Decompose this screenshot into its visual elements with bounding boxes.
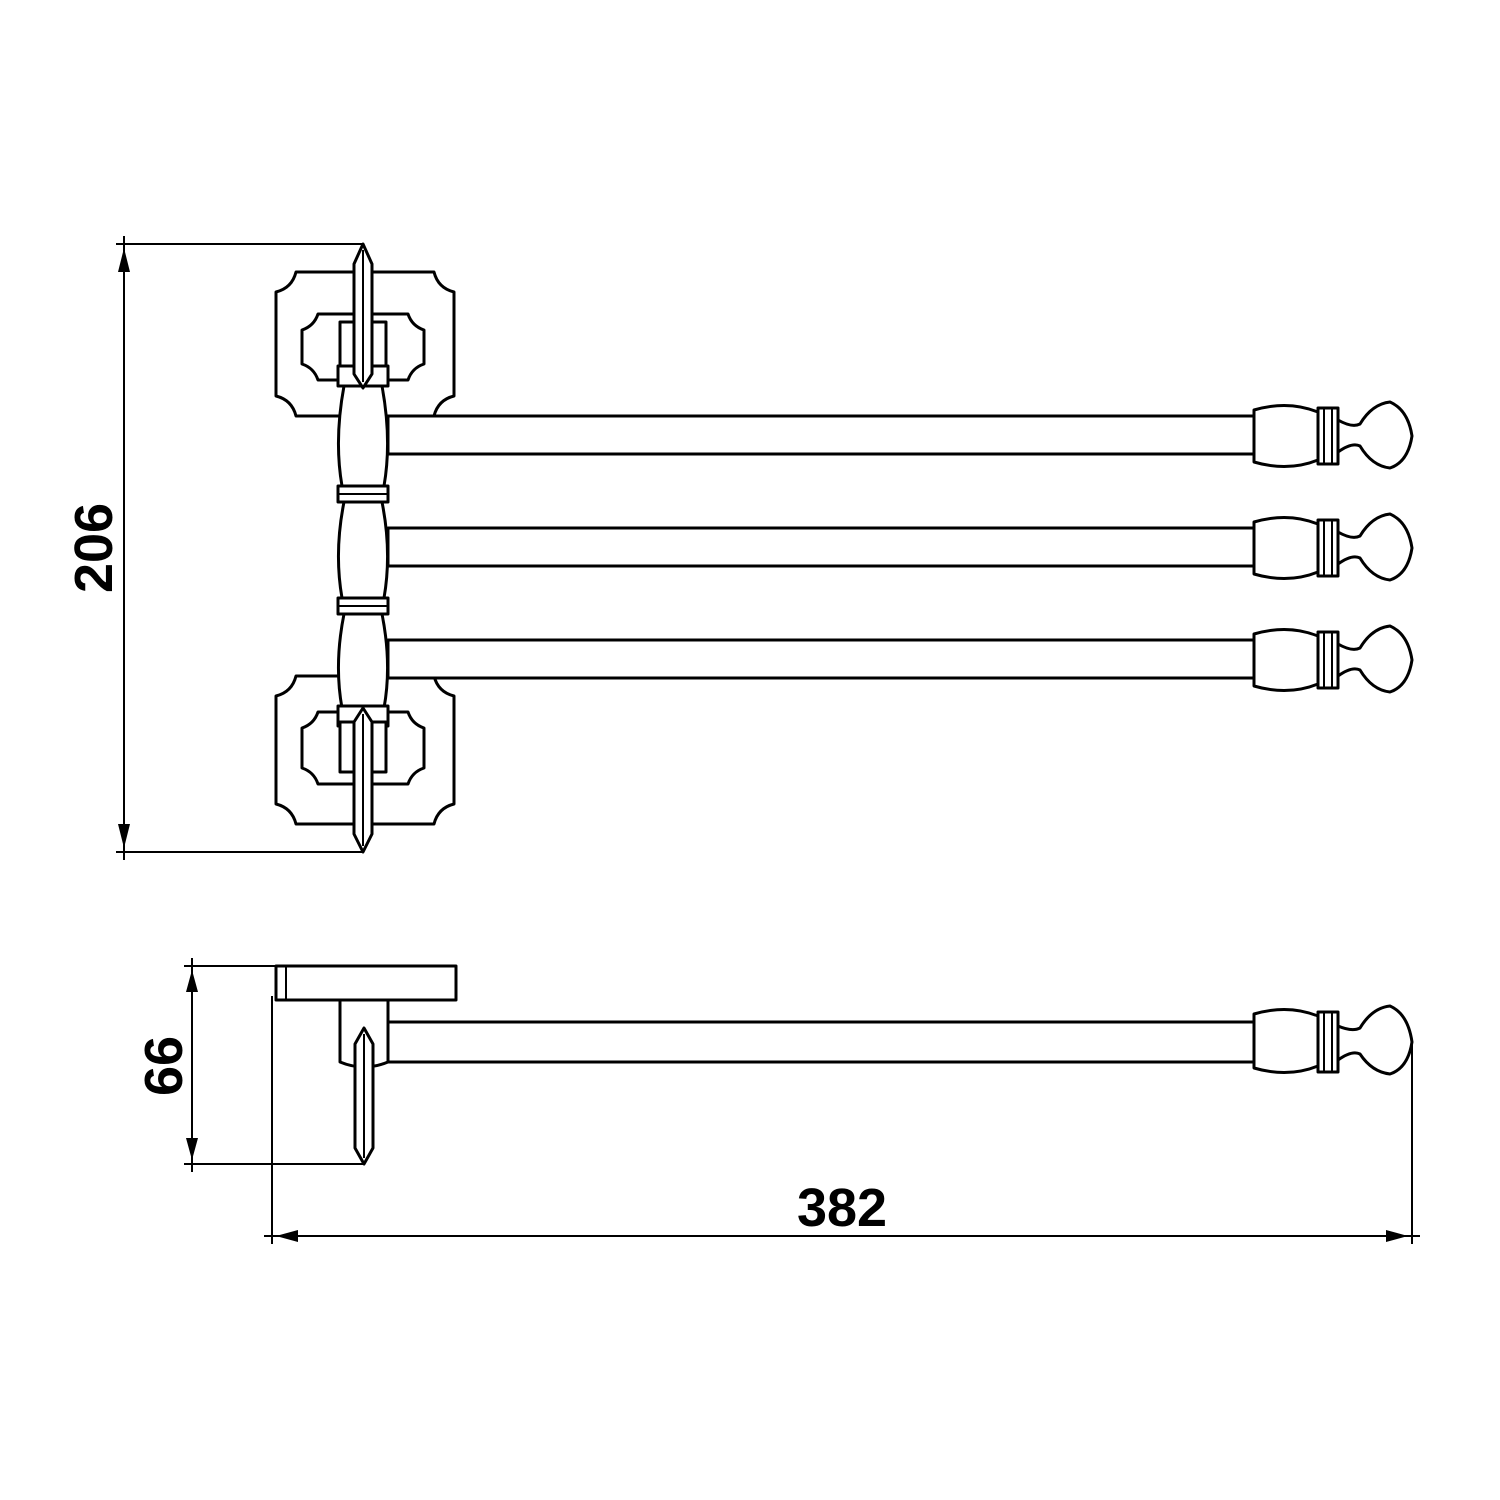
height-dimension-label: 206	[64, 503, 124, 593]
depth-dimension-label: 66	[134, 1036, 194, 1096]
length-dimension: 382	[264, 996, 1420, 1244]
pivot-column	[336, 320, 390, 774]
towel-arm-1	[386, 400, 1414, 470]
depth-dimension: 66	[134, 958, 364, 1172]
towel-arm-3	[386, 624, 1414, 694]
side-finial	[1252, 1004, 1414, 1076]
top-screw	[352, 242, 374, 390]
bottom-screw	[352, 706, 374, 854]
towel-arm-2	[386, 512, 1414, 582]
lower-wall-plate	[274, 674, 456, 826]
side-view	[274, 964, 1414, 1166]
side-screw	[353, 1026, 375, 1166]
side-wall-plate	[274, 964, 458, 1002]
front-view	[274, 242, 1414, 854]
length-dimension-label: 382	[797, 1178, 887, 1238]
height-dimension: 206	[64, 236, 364, 860]
side-towel-arm	[386, 1020, 1256, 1064]
